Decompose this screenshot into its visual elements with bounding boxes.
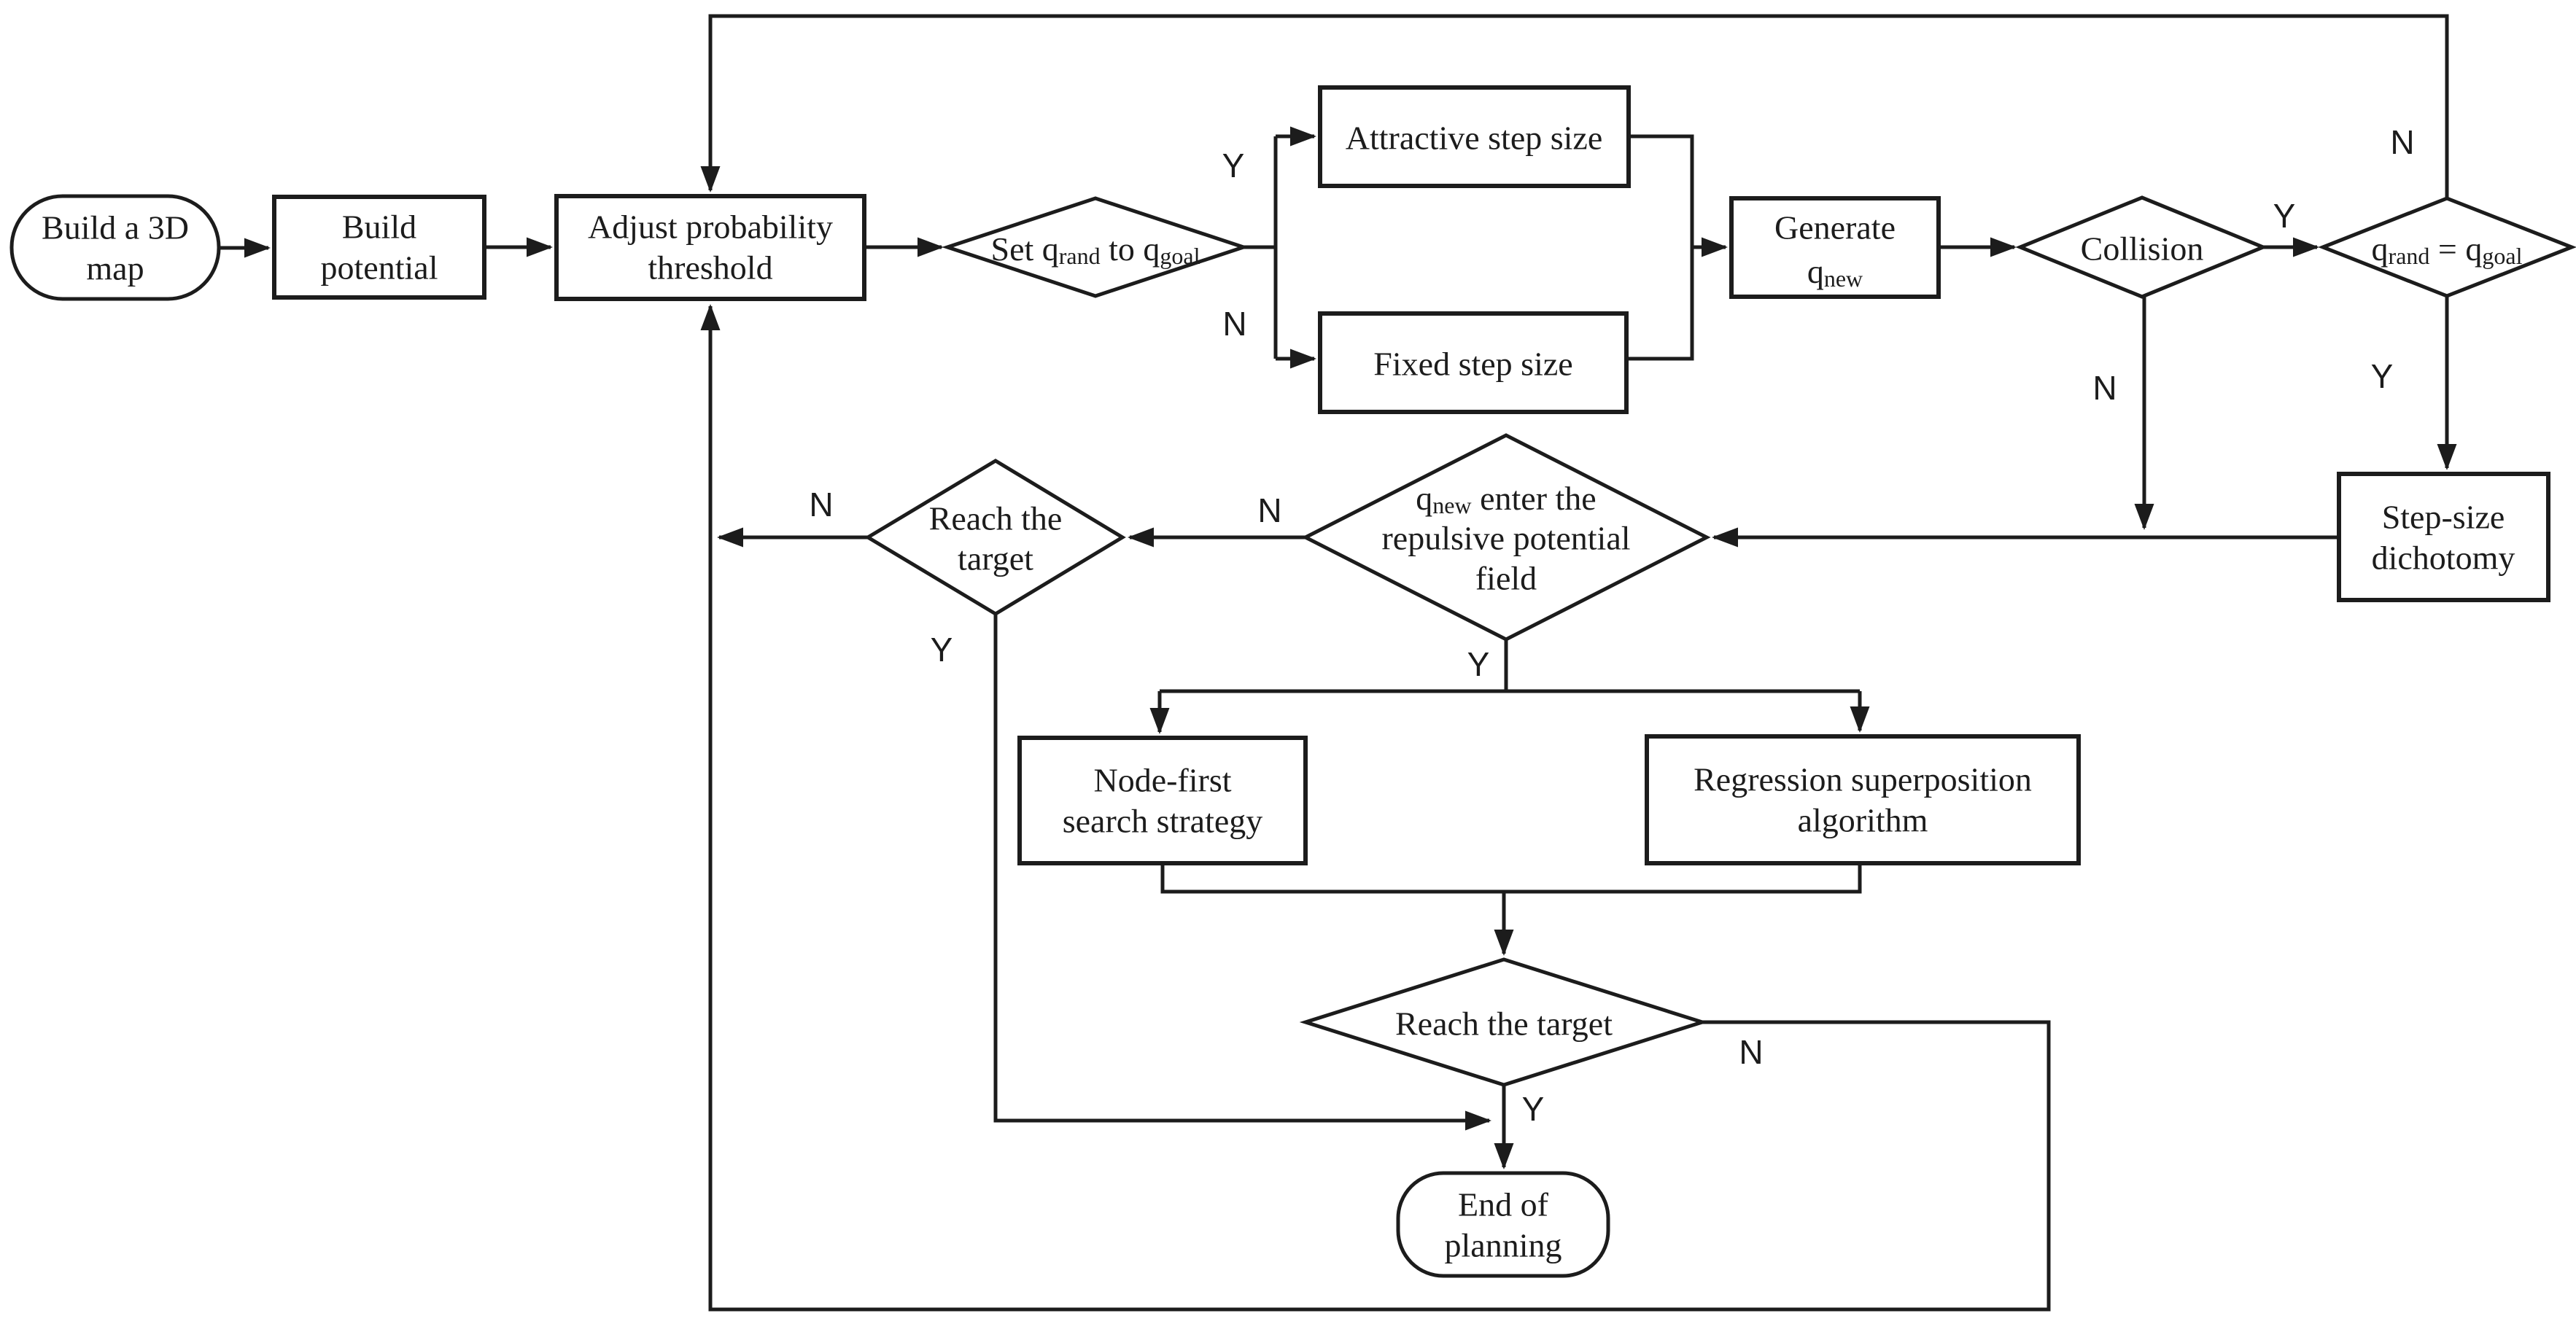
node-build-map-line1: Build a 3D [42,209,189,246]
node-generate-qnew-line2: qnew [1807,253,1863,292]
node-attractive-step-size: Attractive step size [1318,85,1631,188]
decision-shape [1301,433,1711,642]
label-reach1-yes: Y [931,631,953,669]
process-shape [1318,311,1629,414]
node-end-of-planning-line1: End of [1458,1186,1549,1223]
edge-repulsive-yes-splitter [1160,639,1860,693]
label-reach1-no: N [809,486,833,523]
node-fixed-step-size: Fixed step size [1318,311,1629,414]
node-adjust-threshold-line2: threshold [648,249,772,287]
node-adjust-threshold: Adjust probability threshold [554,194,866,301]
node-end-of-planning: End of planning [1396,1171,1610,1278]
label-setqrand-yes: Y [1222,147,1245,184]
label-repulsive-no: N [1257,491,1281,529]
node-adjust-threshold-line1: Adjust probability [588,209,833,246]
node-regression-superposition: Regression superposition algorithm [1645,734,2081,865]
label-collision-yes: Y [2273,197,2296,235]
node-node-first-search-line1: Node-first [1093,762,1231,799]
process-shape [1017,736,1308,865]
label-qrandgoal-yes: Y [2371,357,2394,395]
node-repulsive-line3: field [1475,560,1537,597]
decision-shape [864,459,1126,616]
node-end-of-planning-line2: planning [1445,1227,1562,1264]
node-reach-target-2-label: Reach the target [1395,1005,1613,1043]
node-regression-superposition-line1: Regression superposition [1694,761,2032,798]
decision-shape [1299,957,1709,1087]
label-collision-no: N [2092,369,2117,407]
node-regression-superposition-line2: algorithm [1798,802,1928,839]
node-qrand-equals-qgoal: qrand = qgoal [2318,196,2576,298]
decision-shape [2015,195,2268,299]
process-shape [2337,472,2550,602]
node-qrand-equals-qgoal-label: qrand = qgoal [2372,230,2523,270]
terminator-shape [9,194,221,301]
node-generate-qnew: Generate qnew [1729,196,1941,299]
node-build-potential-line2: potential [321,249,438,287]
process-shape [1645,734,2081,865]
node-reach-target-1-line2: target [958,540,1033,577]
node-repulsive-line2: repulsive potential [1381,520,1630,557]
decision-shape [2318,196,2576,298]
branch-labels: Y N Y N Y N N N Y Y N Y [809,123,2414,1128]
node-step-size-dichotomy-line2: dichotomy [2372,540,2515,577]
node-set-qrand-to-qgoal: Set qrand to qgoal [942,196,1249,298]
edge-stepboxes-join [1626,134,1694,361]
node-qnew-enter-repulsive-field: qnew enter the repulsive potential field [1301,433,1711,642]
node-step-size-dichotomy: Step-size dichotomy [2337,472,2550,602]
process-shape [1318,85,1631,188]
node-collision: Collision [2015,195,2268,299]
edge-strategyboxes-merge [1160,863,1862,894]
process-shape [272,195,486,300]
edge-reach2-no-bottomloop [700,304,2051,1312]
node-repulsive-line1: qnew enter the [1416,480,1596,519]
edge-reach1-yes-merge [993,614,1491,1131]
node-node-first-search: Node-first search strategy [1017,736,1308,865]
label-setqrand-no: N [1222,305,1246,343]
label-reach2-no: N [1739,1033,1763,1071]
node-build-map: Build a 3D map [9,194,221,301]
decision-shape [942,196,1249,298]
node-collision-label: Collision [2081,230,2204,268]
node-fixed-step-size-label: Fixed step size [1373,346,1572,383]
node-set-qrand-to-qgoal-label: Set qrand to qgoal [990,230,1200,270]
node-attractive-step-size-label: Attractive step size [1346,120,1603,157]
node-reach-target-2: Reach the target [1299,957,1709,1087]
process-shape [554,194,866,301]
label-repulsive-yes: Y [1467,645,1490,683]
node-reach-target-1: Reach the target [864,459,1126,616]
edge-qrandgoal-no-toploop [700,14,2449,198]
edge-setqrand-split-trunk [1244,136,1278,359]
process-shape [1729,196,1941,299]
edges [219,14,2457,1312]
node-reach-target-1-line1: Reach the [929,500,1063,537]
node-generate-qnew-line1: Generate [1774,209,1896,246]
label-reach2-yes: Y [1522,1090,1545,1128]
node-build-map-line2: map [86,250,144,287]
label-qrandgoal-no: N [2390,123,2414,161]
terminator-shape [1396,1171,1610,1278]
node-build-potential-line1: Build [342,209,416,246]
node-step-size-dichotomy-line1: Step-size [2382,499,2505,536]
node-build-potential: Build potential [272,195,486,300]
node-node-first-search-line2: search strategy [1063,803,1263,840]
